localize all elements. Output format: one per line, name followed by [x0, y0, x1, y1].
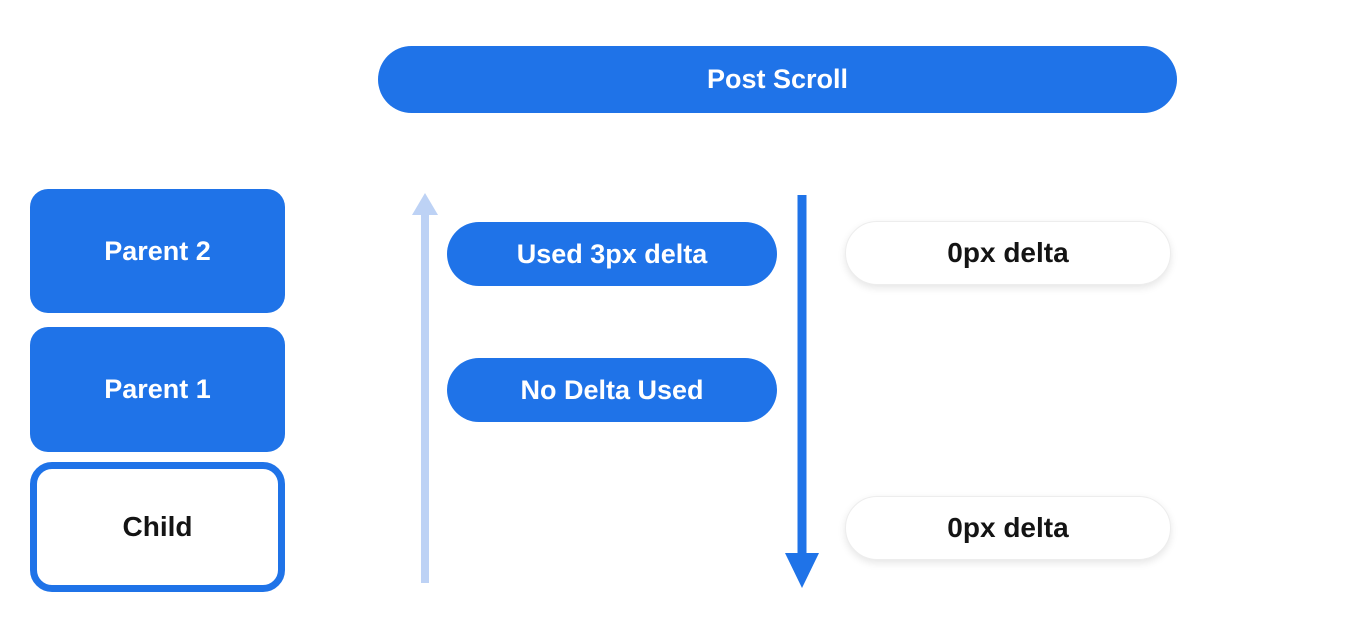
- post-scroll-header-pill: Post Scroll: [378, 46, 1177, 113]
- no-delta-used-label: No Delta Used: [520, 374, 704, 405]
- child-label: Child: [122, 511, 193, 542]
- zero-delta-top-label: 0px delta: [947, 237, 1069, 268]
- zero-delta-top-pill: 0px delta: [845, 221, 1171, 285]
- parent-1-label: Parent 1: [104, 374, 211, 404]
- no-delta-used-pill: No Delta Used: [447, 358, 777, 422]
- downward-scroll-arrow-icon: [785, 195, 819, 588]
- zero-delta-bottom-label: 0px delta: [947, 512, 1069, 543]
- child-box: Child: [30, 462, 285, 592]
- used-3px-delta-label: Used 3px delta: [516, 238, 708, 269]
- used-3px-delta-pill: Used 3px delta: [447, 222, 777, 286]
- post-scroll-label: Post Scroll: [706, 64, 849, 94]
- upward-scroll-arrow-icon: [410, 193, 440, 585]
- parent-2-label: Parent 2: [104, 235, 211, 266]
- zero-delta-bottom-pill: 0px delta: [845, 496, 1171, 560]
- parent-2-box: Parent 2: [30, 189, 285, 313]
- parent-1-box: Parent 1: [30, 327, 285, 452]
